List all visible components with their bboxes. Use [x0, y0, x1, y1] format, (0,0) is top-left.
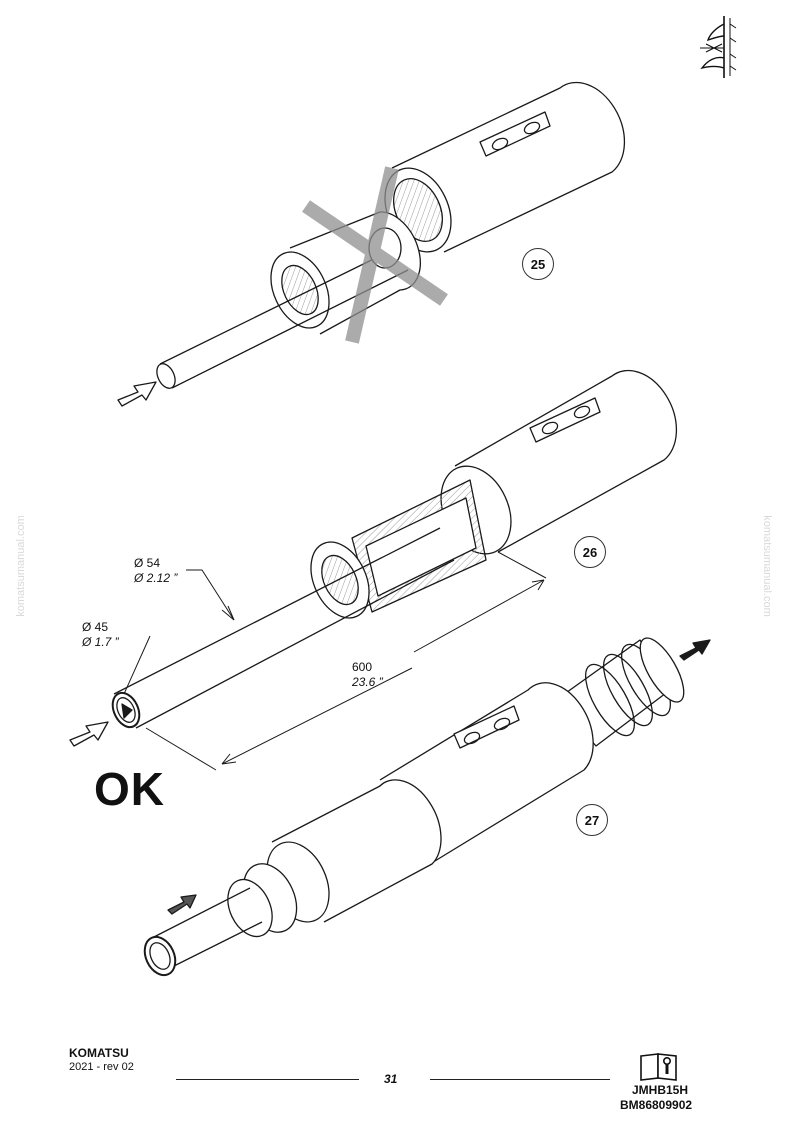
- step-26-drawing: [111, 369, 678, 771]
- step-number-26: 26: [574, 536, 606, 568]
- step-number-27: 27: [576, 804, 608, 836]
- cross-out-icon: [302, 166, 448, 344]
- manual-wrench-icon: [640, 1053, 677, 1081]
- dimension-lines: [123, 551, 547, 771]
- assembly-illustration: [69, 81, 711, 977]
- step-27-drawing: [143, 637, 685, 977]
- footer-revision: 2021 - rev 02: [69, 1061, 134, 1073]
- inner-diameter-mm: Ø 45: [82, 620, 109, 634]
- page-number: 31: [384, 1072, 398, 1086]
- length-in: 23.6 ”: [352, 675, 383, 689]
- outer-diameter-mm: Ø 54: [134, 556, 161, 570]
- inner-diameter-in: Ø 1.7 ”: [82, 635, 119, 649]
- watermark-left: komatsumanual.com: [14, 515, 27, 617]
- ok-label: OK: [94, 763, 165, 815]
- outer-diameter-in: Ø 2.12 ”: [134, 571, 178, 585]
- doc-code: JMHB15H: [632, 1083, 689, 1097]
- watermark-right: komatsumanual.com: [760, 515, 773, 617]
- step-number-25: 25: [522, 248, 554, 280]
- inner-diameter-label: Ø 45 Ø 1.7 ”: [82, 620, 119, 650]
- footer-rule-left: [176, 1079, 359, 1080]
- hydraulic-breaker-icon: [700, 16, 737, 78]
- outer-diameter-label: Ø 54 Ø 2.12 ”: [134, 556, 177, 586]
- step-25-drawing: [156, 81, 626, 389]
- length-label: 600 23.6 ”: [352, 660, 383, 690]
- serial-code: BM86809902: [620, 1098, 693, 1112]
- length-mm: 600: [352, 660, 373, 674]
- footer-rule-right: [430, 1079, 610, 1080]
- footer-brand: KOMATSU: [69, 1046, 129, 1060]
